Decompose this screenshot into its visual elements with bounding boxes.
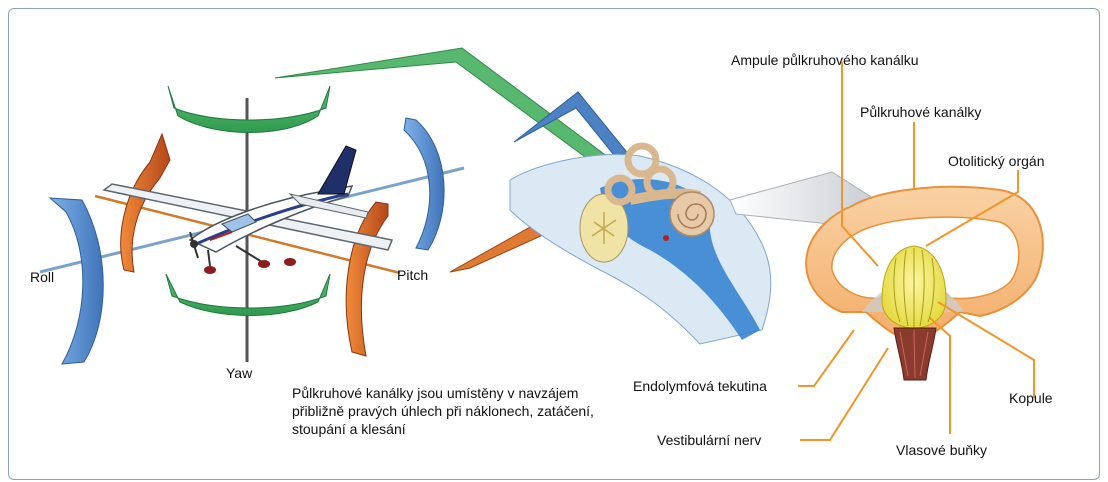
label-kanalky: Půlkruhové kanálky [860, 104, 981, 120]
roll-arrow-right [404, 118, 444, 250]
skull-section [510, 154, 771, 344]
label-otoliticky: Otolitický orgán [948, 153, 1044, 169]
label-vestibularni: Vestibulární nerv [657, 432, 761, 448]
roll-arrow-left [50, 198, 103, 364]
callout-vestibularni [800, 348, 888, 440]
label-pitch: Pitch [397, 267, 428, 283]
label-kopule: Kopule [1009, 390, 1053, 406]
callout-endolymfova [798, 330, 854, 386]
label-yaw: Yaw [226, 365, 252, 381]
label-endolymfova: Endolymfová tekutina [633, 378, 767, 394]
caption-text: Půlkruhové kanálky jsou umístěny v navzá… [292, 384, 612, 438]
label-vlasove: Vlasové buňky [896, 442, 987, 458]
pitch-arrow-right [346, 202, 388, 356]
label-ampule: Ampule půlkruhového kanálku [731, 52, 919, 68]
vestibular-nerve [894, 328, 936, 380]
label-roll: Roll [30, 269, 54, 285]
yaw-arrow-top [168, 86, 330, 133]
